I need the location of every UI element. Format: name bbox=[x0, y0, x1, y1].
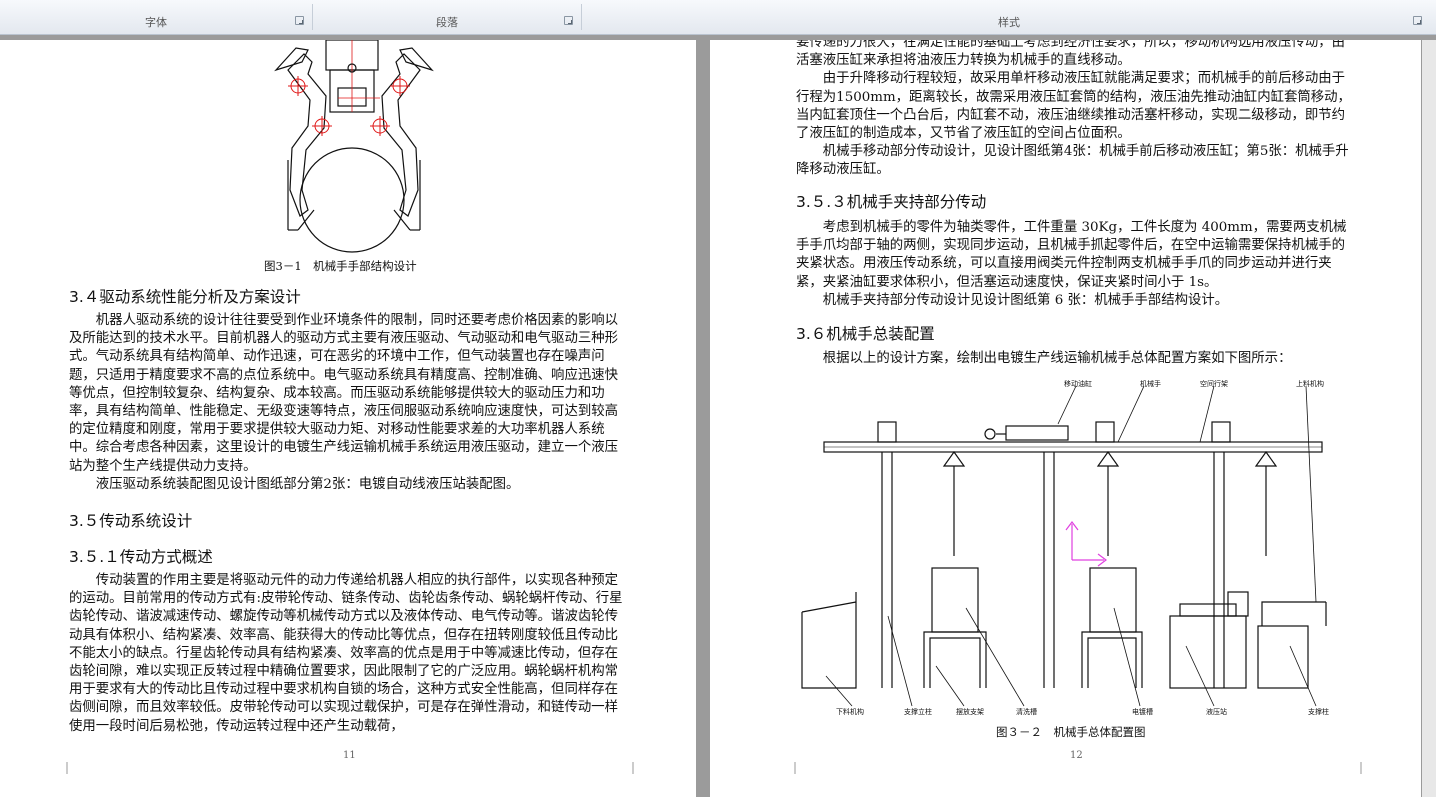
label-unloading-mechanism: 下料机构 bbox=[836, 707, 864, 716]
document-page-12[interactable]: 要传递的力很大，在满足性能的基础上考虑到经济性要求，所以，移动机构选用液压传动，… bbox=[710, 40, 1421, 797]
ribbon-group-font: 字体 bbox=[0, 4, 313, 30]
heading-3-5: 3.５传动系统设计 bbox=[69, 512, 193, 530]
section-3-4-body: 机器人驱动系统的设计往往要受到作业环境条件的限制，同时还要考虑价格因素的影响以及… bbox=[69, 312, 629, 494]
heading-3-5-1: 3.５.１传动方式概述 bbox=[69, 548, 213, 566]
label-space-truss: 空间行架 bbox=[1200, 379, 1228, 388]
overall-layout-diagram: 移动油缸 机械手 空间行架 上料机构 下料机构 支撑立柱 摆放支架 清洗槽 电镀… bbox=[801, 379, 1329, 716]
font-dialog-launcher-icon[interactable] bbox=[295, 16, 304, 25]
paragraph-clamping-drawing-ref: 机械手夹持部分传动设计见设计图纸第 6 张：机械手手部结构设计。 bbox=[822, 292, 1229, 308]
paragraph-drive-system: 机器人驱动系统的设计往往要受到作业环境条件的限制，同时还要考虑价格因素的影响以及… bbox=[69, 313, 619, 474]
paragraph-general-layout: 根据以上的设计方案，绘制出电镀生产线运输机械手总体配置方案如下图所示： bbox=[822, 351, 1292, 366]
document-page-11[interactable]: 图3－1 机械手手部结构设计 3.４驱动系统性能分析及方案设计 机器人驱动系统的… bbox=[0, 40, 696, 797]
page-corner-mark-right bbox=[632, 762, 634, 774]
ribbon-group-paragraph-label: 段落 bbox=[436, 16, 458, 29]
label-manipulator: 机械手 bbox=[1140, 379, 1161, 388]
styles-dialog-launcher-icon[interactable] bbox=[1413, 16, 1422, 25]
heading-3-4: 3.４驱动系统性能分析及方案设计 bbox=[69, 288, 301, 306]
paragraph-hydraulic-assembly-ref: 液压驱动系统装配图见设计图纸部分第2张：电镀自动线液压站装配图。 bbox=[95, 476, 520, 492]
ribbon-group-font-label: 字体 bbox=[145, 16, 167, 29]
section-3-6-body: 根据以上的设计方案，绘制出电镀生产线运输机械手总体配置方案如下图所示： bbox=[796, 350, 1356, 368]
page-corner-mark-left bbox=[794, 762, 796, 774]
paragraph-move-mechanism: 要传递的力很大，在满足性能的基础上考虑到经济性要求，所以，移动机构选用液压传动，… bbox=[796, 40, 1346, 69]
heading-3-6: 3.６机械手总装配置 bbox=[796, 325, 935, 343]
page-corner-mark-left bbox=[66, 762, 68, 774]
figure-3-2-caption: 图３－２ 机械手总体配置图 bbox=[996, 725, 1146, 739]
label-loading-mechanism: 上料机构 bbox=[1296, 379, 1324, 388]
label-hydraulic-station: 液压站 bbox=[1206, 707, 1227, 716]
ribbon-group-styles-label: 样式 bbox=[998, 16, 1020, 29]
ribbon-group-paragraph: 段落 bbox=[313, 4, 582, 30]
label-plating-tank: 电镀槽 bbox=[1132, 707, 1153, 716]
page-number-11: 11 bbox=[343, 750, 356, 761]
ribbon-bar: 字体 段落 样式 bbox=[0, 0, 1436, 35]
label-support-column: 支撑立柱 bbox=[904, 707, 932, 716]
page-12-top-body: 要传递的力很大，在满足性能的基础上考虑到经济性要求，所以，移动机构选用液压传动，… bbox=[796, 40, 1356, 180]
ribbon-group-styles: 样式 bbox=[582, 4, 1436, 30]
label-cleaning-tank: 清洗槽 bbox=[1016, 707, 1037, 716]
gripper-structure-figure bbox=[274, 40, 434, 253]
section-3-5-1-body: 传动装置的作用主要是将驱动元件的动力传递给机器人相应的执行部件，以实现各种预定的… bbox=[69, 572, 629, 736]
paragraph-lift-cylinder: 由于升降移动行程较短，故采用单杆移动液压缸就能满足要求；而机械手的前后移动由于行… bbox=[796, 71, 1351, 142]
paragraph-transmission-overview: 传动装置的作用主要是将驱动元件的动力传递给机器人相应的执行部件，以实现各种预定的… bbox=[69, 573, 623, 734]
page-corner-mark-right bbox=[1360, 762, 1362, 774]
label-placement-support: 摆放支架 bbox=[956, 707, 984, 716]
paragraph-clamping-transmission: 考虑到机械手的零件为轴类零件，工件重量 30Kg，工件长度为 400mm，需要两… bbox=[796, 220, 1347, 290]
figure-3-1-caption: 图3－1 机械手手部结构设计 bbox=[264, 259, 417, 273]
heading-3-5-3: 3.５.３机械手夹持部分传动 bbox=[796, 193, 987, 211]
vertical-scrollbar[interactable] bbox=[1422, 40, 1436, 797]
page-number-12: 12 bbox=[1070, 750, 1083, 761]
paragraph-dialog-launcher-icon[interactable] bbox=[564, 16, 573, 25]
paragraph-move-drawing-ref: 机械手移动部分传动设计，见设计图纸第4张：机械手前后移动液压缸；第5张：机械手升… bbox=[796, 144, 1349, 178]
label-support-pillar: 支撑柱 bbox=[1308, 707, 1329, 716]
label-moving-cylinder: 移动油缸 bbox=[1064, 379, 1092, 388]
section-3-5-3-body: 考虑到机械手的零件为轴类零件，工件重量 30Kg，工件长度为 400mm，需要两… bbox=[796, 219, 1356, 310]
